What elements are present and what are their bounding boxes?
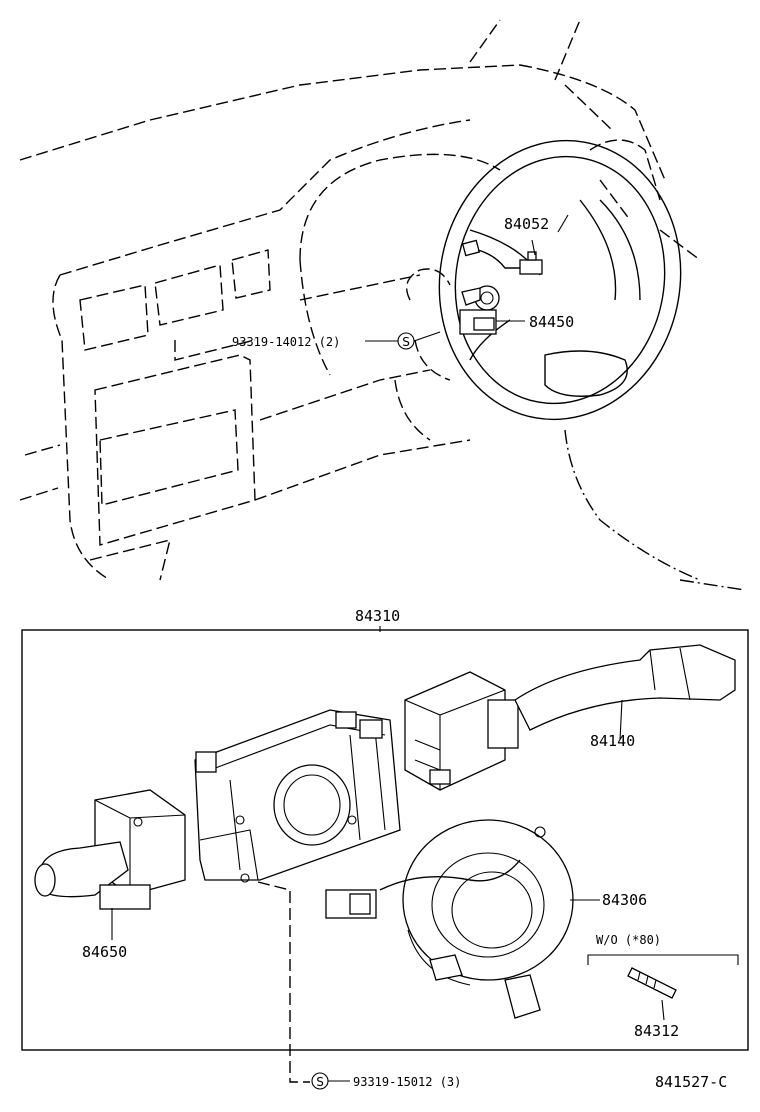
dashboard-outline (19, 19, 746, 591)
drawing-number: 841527-C (655, 1073, 727, 1091)
cluster-hood (299, 153, 501, 261)
label-84310: 84310 (355, 607, 400, 625)
leader-84052 (531, 239, 536, 256)
wiper-switch (404, 644, 736, 791)
assembly-frame (21, 629, 749, 1051)
s-symbol-bottom-text: S (316, 1075, 324, 1089)
center-console (94, 354, 256, 546)
leader-84140 (619, 699, 623, 741)
headlamp-switch (34, 789, 186, 910)
label-84312: 84312 (634, 1022, 679, 1040)
variant-bracket (587, 954, 739, 965)
leader-84312 (661, 999, 665, 1021)
ignition-switch (459, 285, 500, 335)
label-screw-bottom: 93319-15012 (3) (353, 1075, 461, 1089)
vent-center (154, 264, 224, 326)
spiral-cable (325, 819, 574, 1019)
pin (627, 967, 677, 999)
label-screw-top: 93319-14012 (2) (232, 335, 340, 349)
vent-left (79, 284, 149, 351)
label-84306: 84306 (602, 891, 647, 909)
label-84650: 84650 (82, 943, 127, 961)
label-84450: 84450 (529, 313, 574, 331)
s-symbol-top (397, 332, 415, 350)
leader-screw-bottom (257, 881, 310, 1083)
switch-body (194, 709, 401, 883)
label-84052: 84052 (504, 215, 549, 233)
label-84140: 84140 (590, 732, 635, 750)
label-variant-note: W/O (*80) (596, 933, 661, 947)
vent-right (231, 249, 271, 299)
steering-pad-connector (461, 239, 543, 275)
s-symbol-top-text: S (402, 335, 410, 349)
